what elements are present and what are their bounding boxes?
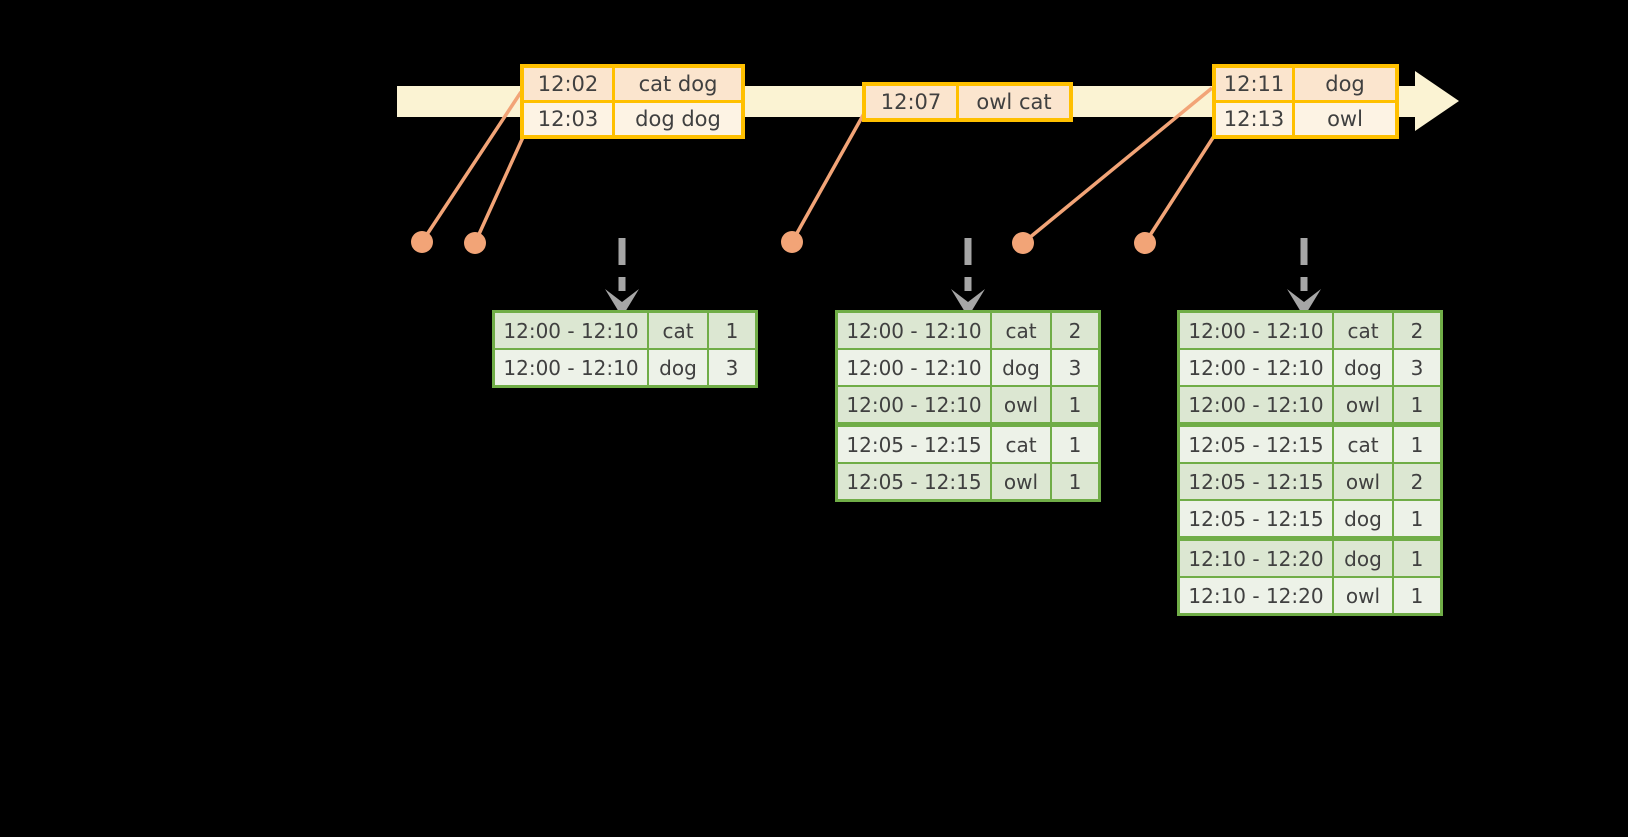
- event-dot: [464, 232, 486, 254]
- count-cell: 1: [1394, 427, 1440, 462]
- count-cell: 2: [1394, 464, 1440, 499]
- event-time-cell: 12:02: [524, 68, 612, 100]
- word-cell: owl: [992, 387, 1050, 422]
- word-cell: cat: [1334, 313, 1392, 348]
- timeline-arrowhead-icon: [1415, 71, 1459, 131]
- word-cell: dog: [1334, 541, 1392, 576]
- event-time-cell: 12:13: [1216, 103, 1292, 135]
- word-cell: dog: [1334, 501, 1392, 536]
- event-time-cell: 12:11: [1216, 68, 1292, 100]
- window-cell: 12:00 - 12:10: [1180, 350, 1332, 385]
- event-dot: [781, 231, 803, 253]
- count-cell: 3: [1394, 350, 1440, 385]
- down-arrow-icon: [605, 289, 639, 317]
- window-cell: 12:05 - 12:15: [1180, 501, 1332, 536]
- count-cell: 1: [709, 313, 755, 348]
- event-connector-line: [790, 109, 868, 243]
- word-cell: dog: [649, 350, 707, 385]
- word-cell: dog: [1334, 350, 1392, 385]
- count-cell: 1: [1052, 427, 1098, 462]
- window-cell: 12:00 - 12:10: [495, 350, 647, 385]
- word-cell: owl: [1334, 464, 1392, 499]
- event-words-cell: dog dog: [615, 103, 741, 135]
- word-cell: dog: [992, 350, 1050, 385]
- down-arrow-icon: [951, 289, 985, 317]
- window-cell: 12:00 - 12:10: [838, 350, 990, 385]
- event-words-cell: owl cat: [959, 86, 1069, 118]
- window-cell: 12:10 - 12:20: [1180, 578, 1332, 613]
- event-connector-line: [1143, 132, 1218, 244]
- event-words-cell: owl: [1295, 103, 1395, 135]
- event-words-cell: dog: [1295, 68, 1395, 100]
- event-words-cell: cat dog: [615, 68, 741, 100]
- event-connector-line: [1021, 86, 1214, 245]
- count-cell: 1: [1052, 387, 1098, 422]
- word-cell: owl: [1334, 578, 1392, 613]
- count-cell: 1: [1394, 387, 1440, 422]
- count-cell: 2: [1394, 313, 1440, 348]
- window-cell: 12:00 - 12:10: [838, 313, 990, 348]
- window-cell: 12:05 - 12:15: [1180, 464, 1332, 499]
- word-cell: cat: [992, 313, 1050, 348]
- word-cell: cat: [1334, 427, 1392, 462]
- word-cell: cat: [992, 427, 1050, 462]
- count-cell: 3: [1052, 350, 1098, 385]
- count-cell: 1: [1052, 464, 1098, 499]
- count-cell: 1: [1394, 578, 1440, 613]
- event-time-cell: 12:07: [866, 86, 956, 118]
- window-cell: 12:00 - 12:10: [1180, 313, 1332, 348]
- window-cell: 12:05 - 12:15: [1180, 427, 1332, 462]
- event-dot: [1134, 232, 1156, 254]
- event-connector-line: [473, 134, 526, 244]
- count-cell: 3: [709, 350, 755, 385]
- event-connector-line: [420, 91, 523, 243]
- count-cell: 1: [1394, 501, 1440, 536]
- count-cell: 2: [1052, 313, 1098, 348]
- event-dot: [1012, 232, 1034, 254]
- count-cell: 1: [1394, 541, 1440, 576]
- word-cell: owl: [1334, 387, 1392, 422]
- window-cell: 12:10 - 12:20: [1180, 541, 1332, 576]
- word-cell: owl: [992, 464, 1050, 499]
- window-cell: 12:05 - 12:15: [838, 464, 990, 499]
- window-cell: 12:05 - 12:15: [838, 427, 990, 462]
- event-dot: [411, 231, 433, 253]
- event-time-cell: 12:03: [524, 103, 612, 135]
- window-cell: 12:00 - 12:10: [495, 313, 647, 348]
- down-arrow-icon: [1287, 289, 1321, 317]
- window-cell: 12:00 - 12:10: [1180, 387, 1332, 422]
- window-cell: 12:00 - 12:10: [838, 387, 990, 422]
- word-cell: cat: [649, 313, 707, 348]
